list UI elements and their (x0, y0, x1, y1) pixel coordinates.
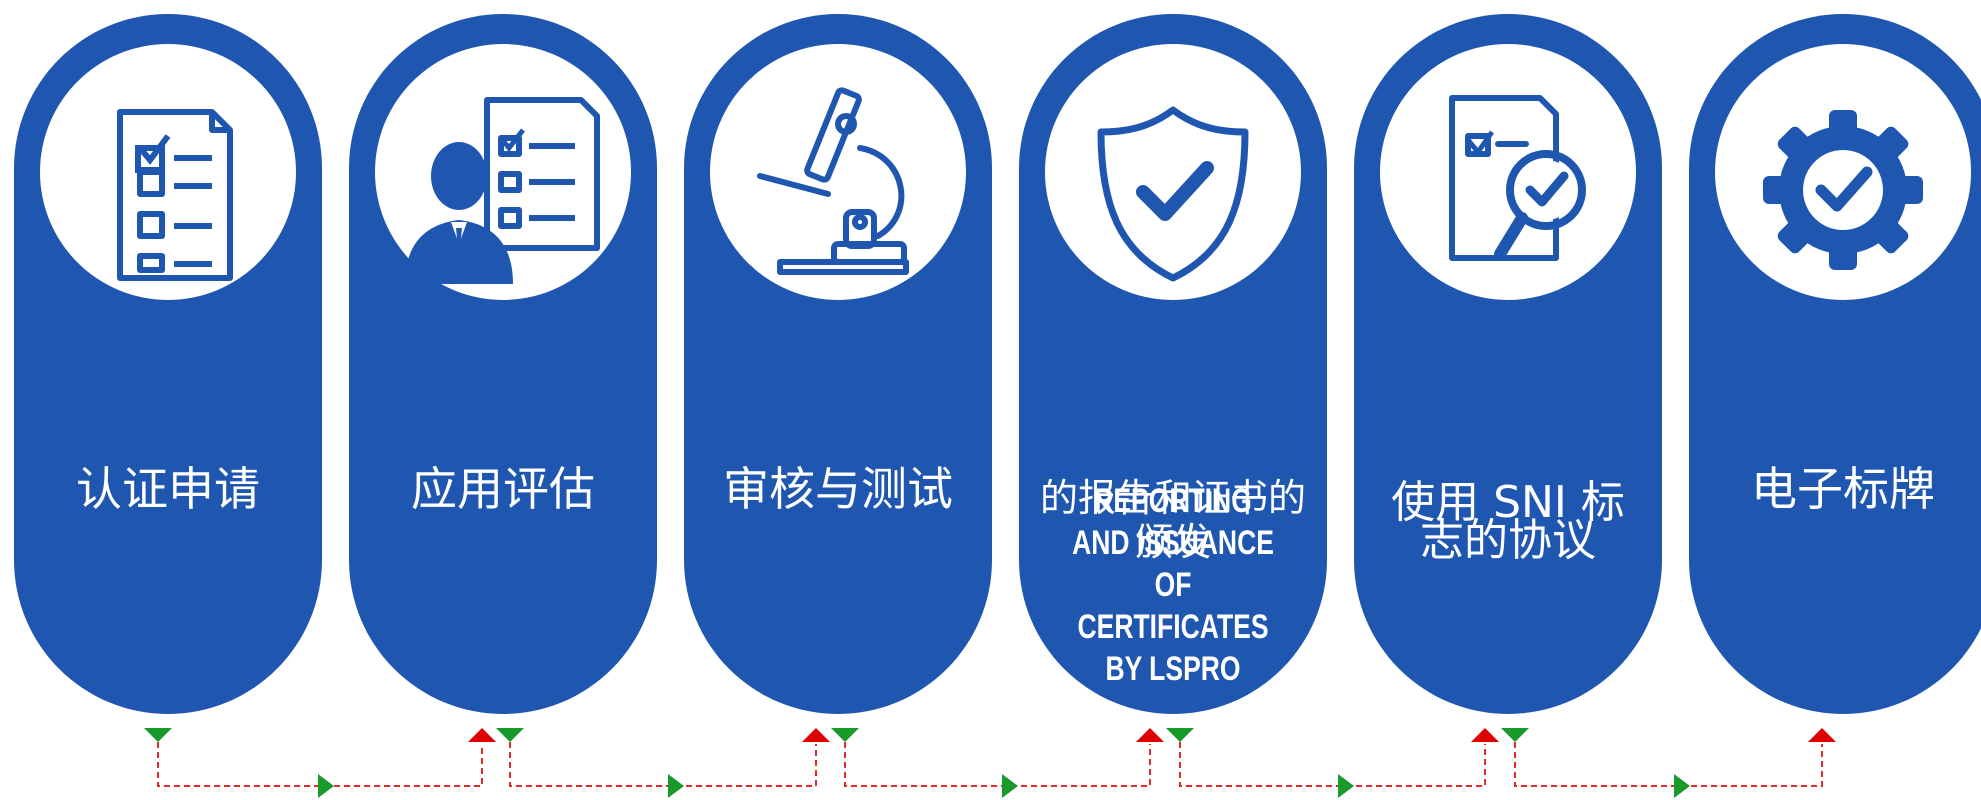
step-5-panel: 使用 SNI 标志的协议 (1354, 14, 1662, 714)
checklist-document-icon (117, 109, 233, 281)
step-2-panel: 应用评估 (349, 14, 657, 714)
up-marker (468, 728, 496, 742)
flow-dashed-line (157, 742, 1823, 787)
flow-arrow (1002, 774, 1018, 798)
down-marker (1166, 728, 1194, 742)
step-3-icon-disc (710, 44, 966, 300)
down-marker (831, 728, 859, 742)
up-marker (802, 728, 830, 742)
flow-arrow (1674, 774, 1690, 798)
flow-connector (144, 728, 1836, 798)
up-marker (1471, 728, 1499, 742)
step-1-label: 认证申请 (76, 462, 260, 516)
microscope-icon (757, 87, 909, 275)
step-1-icon-disc (40, 44, 296, 300)
step-3-panel: 审核与测试 (684, 14, 992, 714)
step-6-panel: 电子标牌 (1689, 14, 1981, 714)
step-5-label: 使用 SNI 标志的协议 (1391, 477, 1625, 566)
down-marker (144, 728, 172, 742)
flow-arrow (318, 774, 334, 798)
down-marker (496, 728, 524, 742)
step-4-overlay-text: Reporting and Issuance of Certificates b… (1072, 482, 1274, 688)
step-2-label: 应用评估 (411, 462, 595, 516)
step-1-panel: 认证申请 (14, 14, 322, 714)
step-4-panel: 的报告和证书的颁发 Reporting and Issuance of Cert… (1019, 14, 1327, 714)
step-3-label: 审核与测试 (723, 462, 953, 516)
step-6-icon-disc (1715, 44, 1971, 300)
flow-arrow (1338, 774, 1354, 798)
document-magnifier-check-icon (1449, 95, 1586, 261)
person-with-checklist-icon (405, 97, 600, 284)
shield-check-icon (1097, 106, 1249, 282)
step-6-label: 电子标牌 (1751, 462, 1935, 516)
step-5-icon-disc (1380, 44, 1636, 300)
up-marker (1136, 728, 1164, 742)
gear-check-icon (1763, 110, 1923, 270)
step-4-label: 的报告和证书的颁发 (1039, 476, 1306, 564)
up-marker (1808, 728, 1836, 742)
step-2-icon-disc (375, 44, 631, 300)
flow-arrow (668, 774, 684, 798)
step-4-icon-disc (1045, 44, 1301, 300)
down-marker (1501, 728, 1529, 742)
